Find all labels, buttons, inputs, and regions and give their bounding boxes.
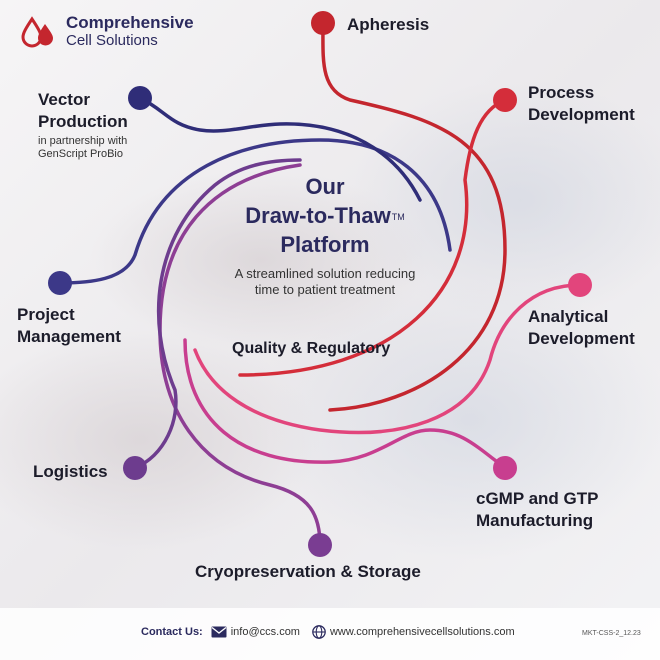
analytical-label: Analytical Development (528, 306, 635, 350)
cryo-node (308, 533, 332, 557)
process-label-line1: Process (528, 83, 595, 102)
project-label-line2: Management (17, 327, 121, 346)
center-title-line1: Our (305, 174, 345, 199)
blood-drop-logo-icon (21, 16, 53, 48)
trademark-mark: TM (391, 212, 405, 222)
quality-regulatory-label: Quality & Regulatory (232, 340, 391, 357)
cryo-label: Cryopreservation & Storage (195, 562, 421, 581)
brand-name-line1: Comprehensive (66, 13, 194, 32)
project-label-line1: Project (17, 305, 75, 324)
logistics-label: Logistics (33, 462, 108, 481)
footer-contact: Contact Us: info@ccs.com www.comprehensi… (141, 625, 515, 639)
center-title-line2-wrap: Draw-to-ThawTM (200, 201, 450, 230)
vector-node (128, 86, 152, 110)
process-connector (238, 98, 507, 377)
center-subtitle: A streamlined solution reducing time to … (200, 266, 450, 298)
logistics-connector (133, 158, 302, 470)
contact-label: Contact Us: (141, 626, 203, 638)
center-title-line3: Platform (280, 232, 370, 257)
apheresis-node (311, 11, 335, 35)
brand-logo: Comprehensive Cell Solutions (20, 12, 240, 52)
process-label: Process Development (528, 82, 635, 126)
cgmp-label: cGMP and GTP Manufacturing (476, 488, 599, 532)
globe-icon (312, 625, 326, 639)
logistics-node (123, 456, 147, 480)
website-link[interactable]: www.comprehensivecellsolutions.com (329, 626, 515, 638)
project-node (48, 271, 72, 295)
analytical-connector (193, 283, 582, 435)
apheresis-connector (321, 21, 507, 412)
vector-sub-line1: in partnership with (38, 135, 128, 147)
analytical-label-line2: Development (528, 329, 635, 348)
apheresis-label: Apheresis (347, 15, 430, 34)
center-title-line2: Draw-to-Thaw (245, 203, 391, 228)
project-connector (58, 138, 452, 285)
cgmp-node (493, 456, 517, 480)
vector-sub-line2: GenScript ProBio (38, 148, 123, 160)
process-label-line2: Development (528, 105, 635, 124)
envelope-icon (211, 626, 227, 638)
cryo-connector (158, 163, 322, 547)
center-subtitle-line2: time to patient treatment (254, 282, 396, 297)
vector-connector (138, 96, 422, 202)
cgmp-label-line1: cGMP and GTP (476, 489, 599, 508)
center-subtitle-line1: A streamlined solution reducing (234, 266, 416, 281)
email-link[interactable]: info@ccs.com (230, 626, 300, 638)
cgmp-connector (183, 338, 507, 470)
document-code: MKT-CSS-2_12.23 (582, 630, 641, 637)
center-title: Our Draw-to-ThawTM Platform (200, 172, 450, 259)
brand-name-line2: Cell Solutions (66, 32, 158, 49)
vector-label-line2: Production (38, 112, 128, 131)
analytical-label-line1: Analytical (528, 307, 609, 326)
vector-label-line1: Vector (38, 90, 90, 109)
process-node (493, 88, 517, 112)
vector-label: Vector Production in partnership with Ge… (38, 89, 128, 161)
project-label: Project Management (17, 304, 121, 348)
cgmp-label-line2: Manufacturing (476, 511, 594, 530)
analytical-node (568, 273, 592, 297)
